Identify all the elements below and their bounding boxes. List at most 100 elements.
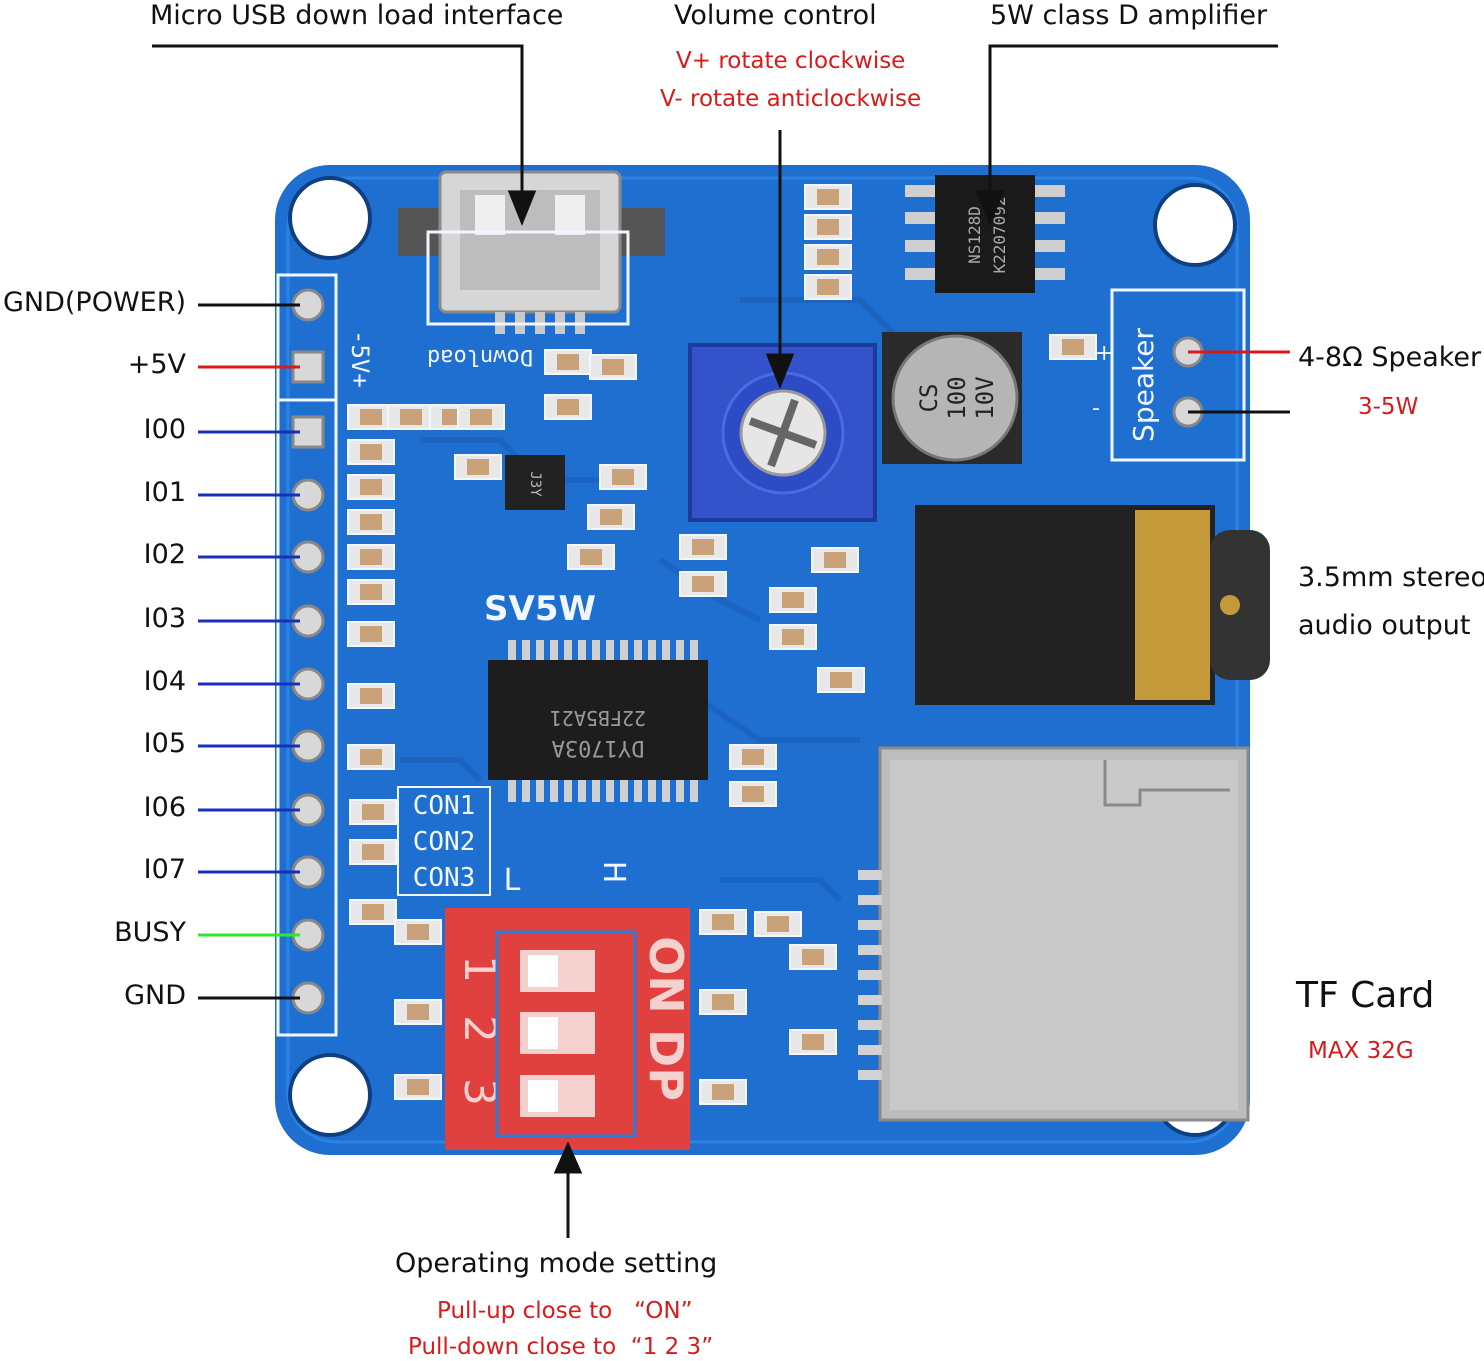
smd-part	[544, 349, 592, 375]
silk-con2: CON2	[413, 827, 476, 857]
smd-part	[349, 839, 397, 865]
smd-part	[387, 404, 435, 430]
smd-part	[817, 667, 865, 693]
speaker-callout: 4-8Ω Speaker	[1298, 342, 1482, 373]
svg-text:L: L	[504, 863, 521, 898]
chip-pin	[648, 640, 656, 662]
audio-callout-line2: audio output	[1298, 610, 1471, 641]
tf-pin	[858, 945, 882, 955]
silk-download: Download	[427, 344, 533, 369]
smd-part	[599, 464, 647, 490]
silk-con1: CON1	[413, 791, 476, 821]
chip-pin	[676, 780, 684, 802]
smd-part	[347, 683, 395, 709]
silk-model: SV5W	[484, 589, 596, 629]
pin-leaders	[198, 303, 300, 1000]
smd-part	[811, 547, 859, 573]
smd-part	[729, 744, 777, 770]
smd-part	[347, 579, 395, 605]
silk-pwr: -5V+	[346, 330, 374, 388]
electrolytic-capacitor	[891, 334, 1019, 462]
mount-hole-bl	[288, 1053, 372, 1137]
svg-text:H: H	[596, 861, 631, 884]
amp-callout: 5W class D amplifier	[990, 0, 1268, 31]
pin-label: I03	[143, 603, 186, 634]
tf-callout: TF Card	[1296, 975, 1435, 1016]
volume-callout-line1: V+ rotate clockwise	[676, 48, 906, 74]
smd-part	[394, 1074, 442, 1100]
tf-pin	[858, 995, 882, 1005]
smd-part	[699, 1079, 747, 1105]
svg-text:10V: 10V	[971, 376, 999, 419]
svg-text:NS128D: NS128D	[965, 206, 984, 264]
chip-pin	[550, 780, 558, 802]
pin-label: BUSY	[114, 917, 186, 948]
tf-max: MAX 32G	[1308, 1038, 1414, 1064]
smd-part	[804, 274, 852, 300]
smd-part	[769, 587, 817, 613]
tf-pin	[858, 1020, 882, 1030]
silk-speaker: Speaker	[1127, 328, 1160, 442]
pin-label: GND	[124, 980, 186, 1011]
usb-callout: Micro USB down load interface	[150, 0, 564, 31]
chip-pin	[662, 640, 670, 662]
chip-pin	[620, 640, 628, 662]
chip-pin	[536, 780, 544, 802]
tf-pin	[858, 920, 882, 930]
mount-hole-tr	[1153, 183, 1237, 267]
svg-text:DP: DP	[639, 1029, 693, 1101]
svg-text:22FB5A21: 22FB5A21	[550, 706, 646, 730]
smd-part	[804, 184, 852, 210]
speaker-power: 3-5W	[1358, 394, 1419, 420]
smd-part	[587, 504, 635, 530]
pin-label: I07	[143, 854, 186, 885]
svg-text:+: +	[1095, 341, 1113, 366]
pin-label: I02	[143, 539, 186, 570]
mode-callout-line2: Pull-down close to “1 2 3”	[408, 1334, 714, 1360]
tf-pin	[858, 1070, 882, 1080]
smd-part	[769, 624, 817, 650]
smd-part	[347, 544, 395, 570]
smd-part	[804, 214, 852, 240]
chip-pin	[522, 780, 530, 802]
smd-part	[729, 781, 777, 807]
smd-part	[349, 799, 397, 825]
pin-label: I06	[143, 792, 186, 823]
main-chip	[488, 660, 708, 780]
chip-pin	[620, 780, 628, 802]
chip-pin	[564, 780, 572, 802]
mount-hole-tl	[288, 176, 372, 260]
tf-pin	[858, 1045, 882, 1055]
header-pads	[291, 288, 325, 1015]
smd-part	[789, 944, 837, 970]
tf-pin	[858, 970, 882, 980]
smd-part	[347, 744, 395, 770]
audio-callout-line1: 3.5mm stereo	[1298, 562, 1484, 593]
smd-part	[349, 899, 397, 925]
smd-part	[347, 474, 395, 500]
chip-pin	[606, 640, 614, 662]
smd-part	[347, 509, 395, 535]
main-chip-pins	[508, 640, 698, 802]
chip-pin	[634, 780, 642, 802]
smd-part	[1049, 334, 1097, 360]
pin-label: +5V	[127, 349, 186, 380]
smd-part	[347, 621, 395, 647]
svg-text:-: -	[1092, 396, 1100, 421]
svg-text:J3Y: J3Y	[527, 471, 543, 497]
chip-pin	[578, 640, 586, 662]
mode-callout-line1: Pull-up close to “ON”	[437, 1298, 693, 1324]
chip-pin	[606, 780, 614, 802]
smd-part	[754, 911, 802, 937]
smd-part	[347, 439, 395, 465]
callout-lines	[152, 44, 1290, 1238]
smd-components	[347, 184, 1097, 1105]
volume-callout-line2: V- rotate anticlockwise	[660, 86, 922, 112]
chip-pin	[676, 640, 684, 662]
smd-part	[679, 534, 727, 560]
chip-pin	[508, 780, 516, 802]
amp-leader	[988, 44, 1278, 210]
transistor	[505, 455, 565, 510]
chip-pin	[508, 640, 516, 662]
